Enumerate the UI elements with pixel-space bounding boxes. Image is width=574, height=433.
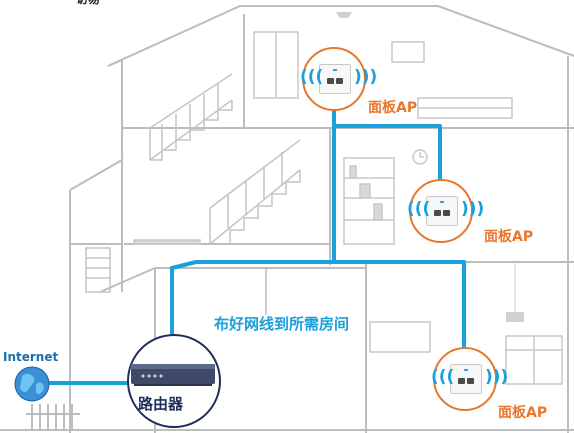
router-device — [127, 334, 221, 428]
ethernet-port-icon — [443, 210, 450, 216]
top-cropped-text: 访易 — [76, 0, 100, 5]
panel-ap-device — [319, 64, 351, 94]
wifi-signal-left-icon: ((( — [407, 199, 431, 219]
panel-ap-2: ((( ))) — [407, 179, 484, 243]
panel-ap-2-label: 面板AP — [484, 229, 534, 245]
ceiling-lamps — [336, 12, 524, 322]
fence — [26, 404, 80, 430]
router-label: 路由器 — [138, 395, 184, 413]
wifi-signal-right-icon: ))) — [354, 67, 378, 87]
ethernet-port-icon — [336, 78, 343, 84]
globe-icon — [14, 366, 50, 402]
kitchen — [369, 321, 563, 385]
network-cables — [48, 110, 466, 385]
panel-ap-3: ((( ))) — [431, 347, 508, 411]
table — [133, 239, 201, 245]
lower-staircase — [209, 139, 301, 245]
panel-ap-device — [450, 364, 482, 394]
upper-staircase — [149, 73, 233, 161]
ethernet-port-icon — [327, 78, 334, 84]
wifi-signal-right-icon: ))) — [461, 199, 485, 219]
panel-ap-device — [426, 196, 458, 226]
ethernet-port-icon — [458, 378, 465, 384]
panel-ap-1-label: 面板AP — [368, 100, 418, 116]
side-ladder — [85, 247, 111, 293]
cable-routing-label: 布好网线到所需房间 — [214, 315, 350, 333]
wall-clock — [412, 149, 428, 165]
bookshelf — [343, 157, 395, 245]
ethernet-port-icon — [467, 378, 474, 384]
internet-label: Internet — [3, 350, 59, 364]
panel-ap-1: ((( ))) — [300, 47, 377, 111]
bed — [391, 41, 513, 119]
ethernet-port-icon — [434, 210, 441, 216]
wifi-signal-left-icon: ((( — [431, 367, 455, 387]
panel-ap-3-label: 面板AP — [498, 405, 548, 421]
wifi-signal-left-icon: ((( — [300, 67, 324, 87]
wifi-signal-right-icon: ))) — [485, 367, 509, 387]
wardrobe — [253, 31, 299, 99]
